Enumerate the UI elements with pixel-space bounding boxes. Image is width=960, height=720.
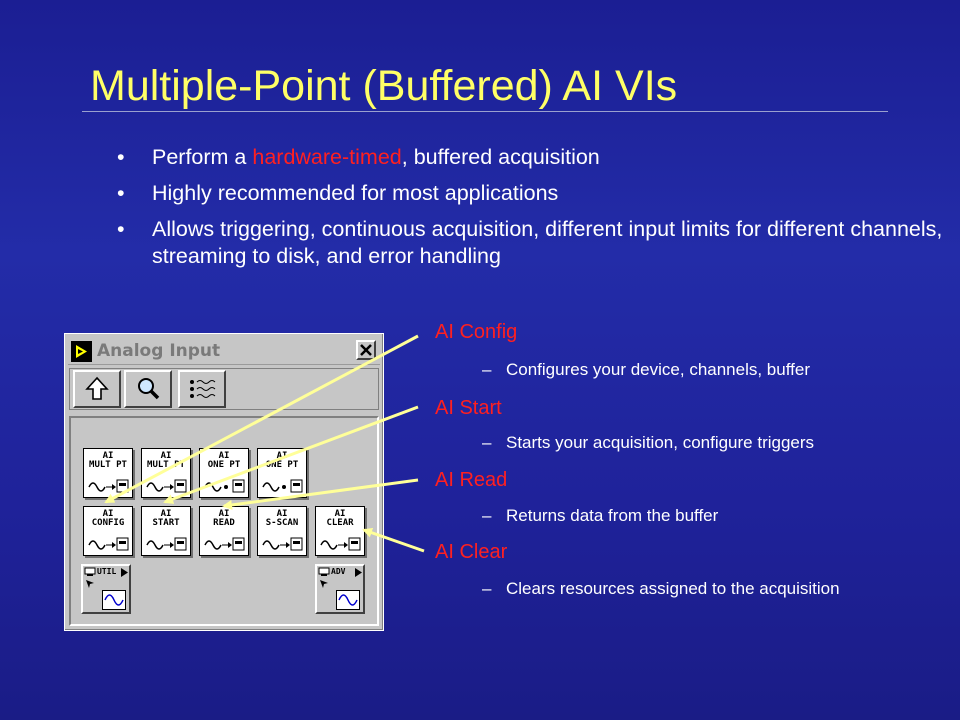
vi-label: AI CONFIG	[91, 509, 125, 528]
arrow-ai-clear	[362, 527, 425, 553]
sine-wave-icon	[102, 590, 126, 610]
options-icon	[190, 380, 216, 398]
palette-icon-area: AI MULT PT AI MULT PT AI ONE PT AI ONE P…	[69, 416, 379, 626]
waveform-to-buffer-icon	[146, 537, 187, 551]
ai-mult-pt-vi-2[interactable]: AI MULT PT	[141, 448, 191, 498]
bullet-dot: •	[117, 145, 125, 169]
cursor-arrow-icon	[86, 580, 94, 588]
vi-label: AI START	[152, 509, 180, 528]
vi-label: AI MULT PT	[147, 451, 185, 470]
close-button[interactable]	[356, 340, 376, 360]
arrow-ai-config	[104, 334, 419, 504]
expand-triangle-icon	[355, 568, 362, 577]
ai-start-vi[interactable]: AI START	[141, 506, 191, 556]
cursor-arrow-icon	[320, 580, 328, 588]
bullet-item: •Highly recommended for most application…	[117, 181, 559, 205]
sine-wave-icon	[336, 590, 360, 610]
ai-one-pt-vi-2[interactable]: AI ONE PT	[257, 448, 307, 498]
subpalette-label: ADV	[331, 567, 346, 576]
ai-s-scan-vi[interactable]: AI S-SCAN	[257, 506, 307, 556]
computer-icon	[84, 567, 96, 576]
palette-title: Analog Input	[97, 341, 221, 361]
ai-config-vi[interactable]: AI CONFIG	[83, 506, 133, 556]
arrow-ai-start	[163, 405, 419, 504]
vi-label: AI ONE PT	[207, 451, 241, 470]
bullet-dot: •	[117, 217, 125, 241]
ai-read-vi[interactable]: AI READ	[199, 506, 249, 556]
vi-name-ai-config: AI Config	[435, 321, 518, 343]
vi-desc-ai-config: –Configures your device, channels, buffe…	[482, 360, 810, 379]
vi-name-ai-read: AI Read	[435, 469, 508, 491]
page-title: Multiple-Point (Buffered) AI VIs	[90, 62, 678, 110]
labview-logo-icon	[71, 341, 92, 362]
subpalette-label: UTIL	[97, 567, 117, 576]
adv-subpalette-button[interactable]: ADV	[315, 564, 365, 614]
bullet-item: •Allows triggering, continuous acquisiti…	[117, 217, 943, 268]
vi-label: AI MULT PT	[89, 451, 127, 470]
expand-triangle-icon	[121, 568, 128, 577]
vi-label: AI READ	[213, 509, 235, 528]
highlight-text: hardware-timed	[252, 145, 402, 169]
single-point-icon	[262, 479, 303, 493]
waveform-to-buffer-icon	[320, 537, 361, 551]
vi-label: AI CLEAR	[326, 509, 354, 528]
bullet-item: •Perform a hardware-timed, buffered acqu…	[117, 145, 600, 169]
vi-name-ai-clear: AI Clear	[435, 541, 508, 563]
close-icon	[360, 344, 372, 356]
waveform-to-buffer-icon	[88, 537, 129, 551]
title-underline	[82, 111, 888, 112]
bullet-list: •Perform a hardware-timed, buffered acqu…	[117, 144, 947, 279]
vi-label: AI S-SCAN	[265, 509, 299, 528]
util-subpalette-button[interactable]: UTIL	[81, 564, 131, 614]
ai-mult-pt-vi-1[interactable]: AI MULT PT	[83, 448, 133, 498]
bullet-dot: •	[117, 181, 125, 205]
vi-desc-ai-start: –Starts your acquisition, configure trig…	[482, 433, 815, 452]
waveform-to-buffer-icon	[204, 537, 245, 551]
vi-desc-ai-clear: –Clears resources assigned to the acquis…	[482, 579, 840, 598]
options-button[interactable]	[178, 370, 226, 408]
arrow-ai-read	[222, 478, 419, 510]
palette-toolbar	[69, 368, 379, 410]
vi-desc-ai-read: –Returns data from the buffer	[482, 506, 719, 525]
vi-label: AI ONE PT	[265, 451, 299, 470]
single-point-icon	[204, 479, 245, 493]
ai-clear-vi[interactable]: AI CLEAR	[315, 506, 365, 556]
waveform-to-buffer-icon	[262, 537, 303, 551]
vi-name-ai-start: AI Start	[435, 397, 502, 419]
waveform-to-buffer-icon	[146, 479, 187, 493]
palette-titlebar[interactable]: Analog Input	[68, 337, 380, 365]
up-button[interactable]	[73, 370, 121, 408]
magnifier-icon	[138, 378, 160, 400]
search-button[interactable]	[124, 370, 172, 408]
computer-icon	[318, 567, 330, 576]
up-arrow-icon	[85, 376, 109, 400]
